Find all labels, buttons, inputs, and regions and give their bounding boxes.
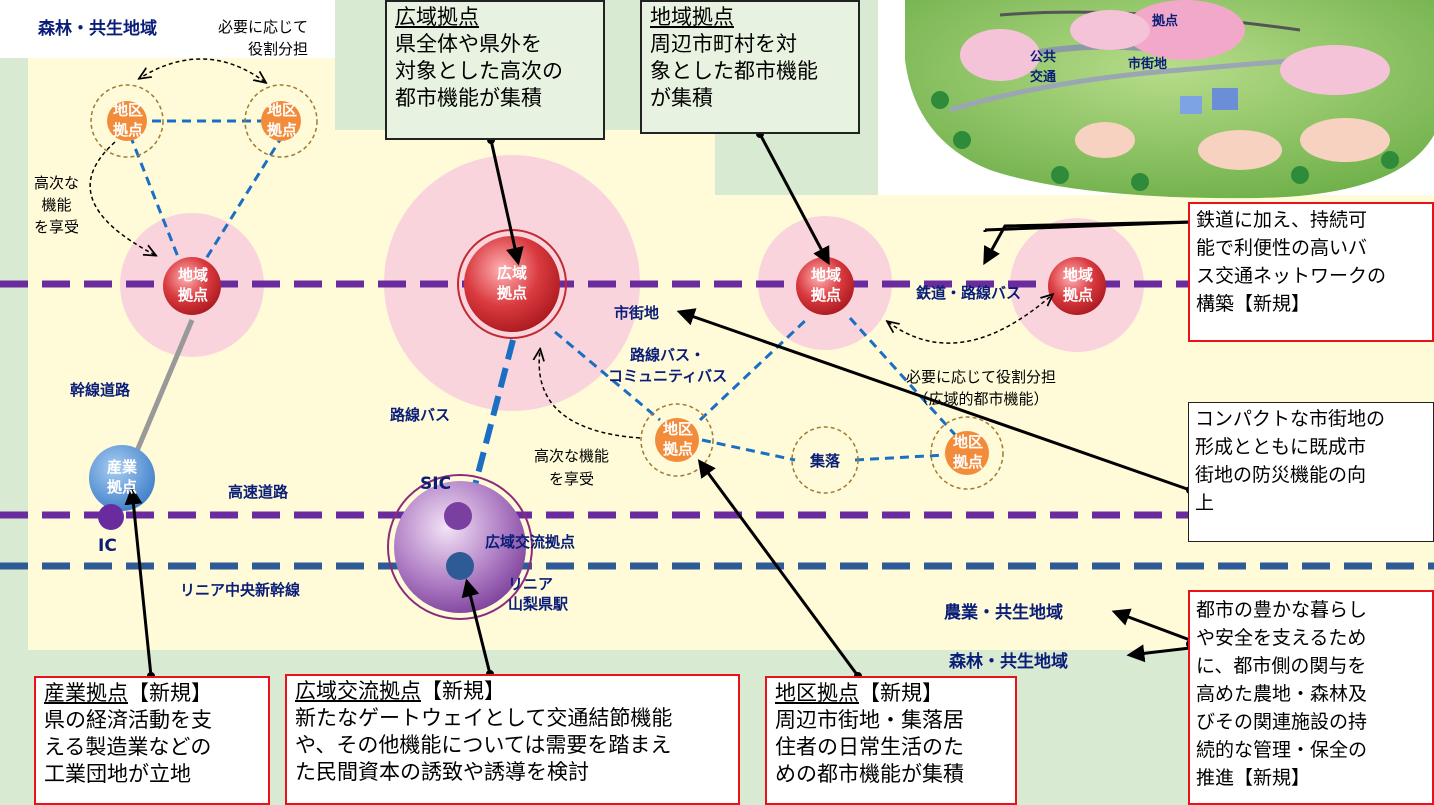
label-shigaichi: 市街地 bbox=[614, 304, 660, 322]
box-kouryu-title: 広域交流拠点 bbox=[295, 679, 421, 703]
box-sangyo-suffix: 【新規】 bbox=[128, 681, 212, 705]
label-rosen-community: 路線バス・ コミュニティバス bbox=[608, 346, 728, 385]
label-sangyo: 産業 拠点 bbox=[106, 458, 137, 496]
box-chiku-suffix: 【新規】 bbox=[859, 681, 943, 705]
note-share-right: 必要に応じて役割分担 （広域的都市機能） bbox=[906, 368, 1057, 408]
illus-koukyou: 公共 交通 bbox=[1030, 50, 1057, 85]
box-compact: コンパクトな市街地の 形成とともに既成市 街地の防災機能の向 上 bbox=[1188, 402, 1434, 542]
label-kouiki: 広域 拠点 bbox=[496, 264, 527, 302]
node-linear-station bbox=[446, 552, 474, 580]
box-chiku-title: 地区拠点 bbox=[775, 681, 859, 705]
zone-forest-bottom: 森林・共生地域 bbox=[949, 652, 1068, 672]
trunk-road bbox=[126, 319, 195, 471]
town-illustration bbox=[905, 0, 1434, 199]
box-kouiki: 広域拠点 県全体や県外を 対象とした高次の 都市機能が集積 bbox=[385, 0, 605, 140]
urban-zone-bg bbox=[28, 58, 1434, 650]
note-higher-center: 高次な機能 を享受 bbox=[534, 447, 610, 488]
label-kouiki-kouryu: 広域交流拠点 bbox=[485, 533, 576, 551]
label-linear-station: リニア 山梨県駅 bbox=[508, 575, 569, 613]
note-higher-left: 高次な 機能 を享受 bbox=[34, 174, 80, 236]
zone-agri: 農業・共生地域 bbox=[944, 603, 1063, 623]
box-kouryu: 広域交流拠点【新規】 新たなゲートウェイとして交通結節機能 や、その他機能につい… bbox=[285, 674, 740, 805]
illus-kyoten: 拠点 bbox=[1152, 14, 1179, 29]
label-chiku-tr: 地区 拠点 bbox=[266, 101, 297, 139]
box-kouryu-body: 新たなゲートウェイとして交通結節機能 や、その他機能については需要を踏まえ た民… bbox=[295, 706, 673, 784]
label-linear: リニア中央新幹線 bbox=[180, 581, 301, 599]
label-sic: SIC bbox=[420, 474, 452, 494]
box-sangyo-heading: 産業拠点【新規】 bbox=[44, 680, 260, 707]
label-chiku-tl: 地区 拠点 bbox=[112, 101, 143, 139]
label-chiiki-left: 地域 拠点 bbox=[177, 266, 208, 304]
illus-shigaichi: 市街地 bbox=[1128, 57, 1168, 72]
label-rail-bus: 鉄道・路線バス bbox=[916, 284, 1022, 302]
label-chiiki-right: 地域 拠点 bbox=[1062, 266, 1093, 304]
node-ic bbox=[98, 504, 124, 530]
box-kouiki-title: 広域拠点 bbox=[395, 5, 479, 29]
node-chiku-tl bbox=[107, 101, 147, 141]
box-chiku: 地区拠点【新規】 周辺市街地・集落居 住者の日常生活のた めの都市機能が集積 bbox=[765, 676, 1017, 805]
label-chiku-center: 地区 拠点 bbox=[662, 420, 693, 458]
label-kosoku: 高速道路 bbox=[228, 483, 289, 501]
label-rosen-bus: 路線バス bbox=[390, 406, 451, 424]
note-share-top: 必要に応じて 役割分担 bbox=[218, 18, 309, 58]
label-ic: IC bbox=[98, 536, 117, 556]
zone-forest-top: 森林・共生地域 bbox=[38, 19, 157, 39]
box-kouiki-body: 県全体や県外を 対象とした高次の 都市機能が集積 bbox=[395, 32, 563, 110]
box-kouryu-suffix: 【新規】 bbox=[421, 679, 505, 703]
box-chiiki: 地域拠点 周辺市町村を対 象とした都市機能 が集積 bbox=[640, 0, 860, 134]
box-chiiki-body: 周辺市町村を対 象とした都市機能 が集積 bbox=[650, 32, 818, 110]
kouryu-ring bbox=[387, 474, 533, 620]
box-city: 都市の豊かな暮らし や安全を支えるため に、都市側の関与を 高めた農地・森林及 … bbox=[1188, 590, 1434, 805]
box-chiku-heading: 地区拠点【新規】 bbox=[775, 680, 1007, 707]
label-shuraku: 集落 bbox=[809, 452, 840, 470]
box-kouryu-heading: 広域交流拠点【新規】 bbox=[295, 678, 730, 705]
label-chiiki-mid: 地域 拠点 bbox=[810, 266, 841, 304]
box-chiiki-title: 地域拠点 bbox=[650, 5, 734, 29]
node-chiku-center bbox=[655, 418, 699, 462]
node-sic bbox=[444, 502, 472, 530]
node-kouiki-kouryu bbox=[394, 481, 526, 613]
label-chiku-right: 地区 拠点 bbox=[952, 433, 983, 471]
node-chiku-right bbox=[945, 431, 989, 475]
node-chiiki-mid bbox=[796, 257, 854, 315]
box-sangyo-body: 県の経済活動を支 える製造業などの 工業団地が立地 bbox=[44, 708, 212, 786]
label-kansen: 幹線道路 bbox=[70, 381, 131, 399]
node-chiku-tr bbox=[261, 101, 301, 141]
box-chiku-body: 周辺市街地・集落居 住者の日常生活のた めの都市機能が集積 bbox=[775, 708, 964, 786]
bus-links bbox=[128, 119, 960, 462]
node-chiiki-right bbox=[1048, 257, 1106, 315]
box-sangyo: 産業拠点【新規】 県の経済活動を支 える製造業などの 工業団地が立地 bbox=[34, 676, 270, 805]
box-rail: 鉄道に加え、持続可 能で利便性の高いバ ス交通ネットワークの 構築【新規】 bbox=[1188, 202, 1434, 342]
node-chiiki-left bbox=[163, 257, 221, 315]
top-left-white bbox=[0, 0, 335, 58]
box-sangyo-title: 産業拠点 bbox=[44, 681, 128, 705]
node-kouiki bbox=[464, 236, 560, 332]
